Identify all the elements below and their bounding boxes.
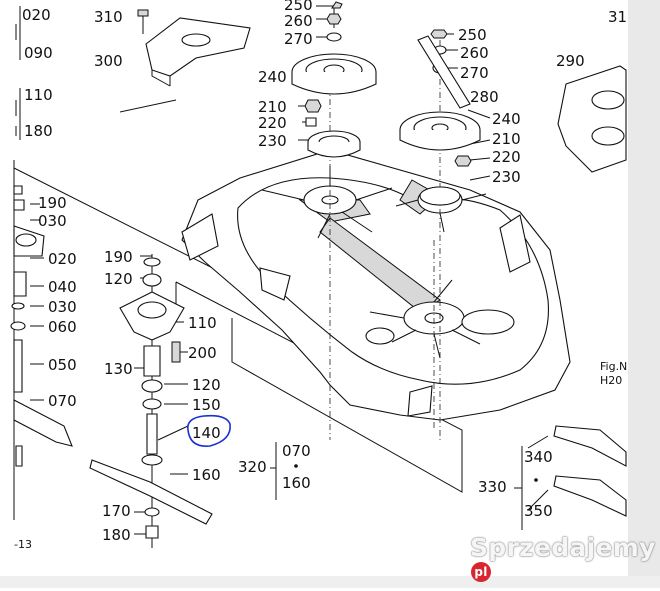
- label-020: 020: [22, 6, 51, 24]
- pulley-stack-right: [399, 29, 491, 206]
- label-230: 230: [492, 168, 521, 186]
- dot-marker: [294, 464, 298, 468]
- highlight-circle: [187, 414, 231, 447]
- label-250: 250: [284, 0, 313, 14]
- label-110: 110: [188, 314, 217, 332]
- label-160: 160: [192, 466, 221, 484]
- label-160: 160: [282, 474, 311, 492]
- label-300: 300: [94, 52, 123, 70]
- label-31: 31: [608, 8, 627, 26]
- label-170: 170: [102, 502, 131, 520]
- margin-strip: [0, 576, 660, 588]
- label-120: 120: [192, 376, 221, 394]
- label-120: 120: [104, 270, 133, 288]
- label-350: 350: [524, 502, 553, 520]
- label-180: 180: [24, 122, 53, 140]
- label-280: 280: [470, 88, 499, 106]
- dot-marker: [534, 478, 538, 482]
- page-number: -13: [14, 538, 32, 551]
- right-cover-part: [557, 65, 627, 173]
- label-220: 220: [258, 114, 287, 132]
- label-150: 150: [192, 396, 221, 414]
- label-140: 140: [192, 424, 221, 442]
- label-210: 210: [492, 130, 521, 148]
- label-230: 230: [258, 132, 287, 150]
- label-070: 070: [48, 392, 77, 410]
- left-side-parts: [10, 24, 73, 467]
- watermark-text: Sprzedajemy: [470, 533, 656, 562]
- margin-strip: [628, 0, 660, 588]
- label-270: 270: [284, 30, 313, 48]
- blade-part: [553, 425, 627, 467]
- label-270: 270: [460, 64, 489, 82]
- pulley-stack-left: [291, 1, 377, 158]
- label-190: 190: [104, 248, 133, 266]
- label-310: 310: [94, 8, 123, 26]
- label-060: 060: [48, 318, 77, 336]
- watermark: Sprzedajemypl: [470, 533, 660, 591]
- label-050: 050: [48, 356, 77, 374]
- label-260: 260: [460, 44, 489, 62]
- label-200: 200: [188, 344, 217, 362]
- label-090: 090: [24, 44, 53, 62]
- label-320: 320: [238, 458, 267, 476]
- bracket-line: [270, 442, 277, 500]
- label-040: 040: [48, 278, 77, 296]
- label-240: 240: [492, 110, 521, 128]
- pulley-cover-bracket: [137, 9, 251, 87]
- bracket-line: [514, 435, 549, 530]
- label-030: 030: [48, 298, 77, 316]
- label-210: 210: [258, 98, 287, 116]
- fig-label: Fig.N: [600, 360, 627, 373]
- label-110: 110: [24, 86, 53, 104]
- label-260: 260: [284, 12, 313, 30]
- spindle-assembly: [89, 254, 213, 548]
- label-030: 030: [38, 212, 67, 230]
- guide-line: [119, 99, 177, 113]
- label-180: 180: [102, 526, 131, 544]
- fig-sublabel: H20: [600, 374, 622, 387]
- watermark-badge: pl: [471, 562, 491, 582]
- label-130: 130: [104, 360, 133, 378]
- mower-deck-housing: [181, 40, 571, 440]
- label-240: 240: [258, 68, 287, 86]
- right-cover-hole: [591, 90, 625, 110]
- label-330: 330: [478, 478, 507, 496]
- label-340: 340: [524, 448, 553, 466]
- label-250: 250: [458, 26, 487, 44]
- blade-part: [553, 475, 627, 517]
- label-070: 070: [282, 442, 311, 460]
- label-290: 290: [556, 52, 585, 70]
- label-190: 190: [38, 194, 67, 212]
- label-020: 020: [48, 250, 77, 268]
- label-220: 220: [492, 148, 521, 166]
- right-cover-hole: [591, 126, 625, 146]
